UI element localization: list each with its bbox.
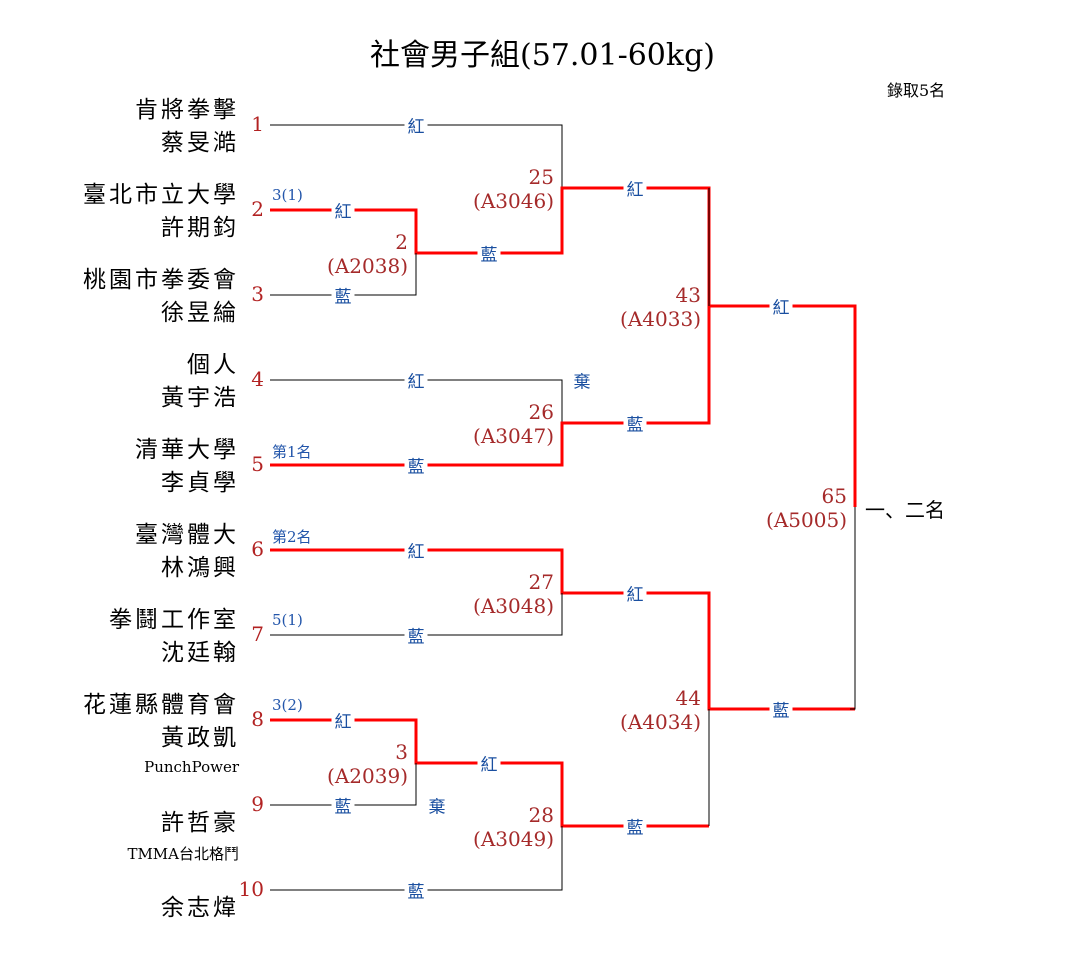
match-code: (A3046) [473,189,554,213]
bracket-line [270,826,563,891]
result-note: 3(1) [272,186,303,204]
result-note: 3(2) [272,696,303,714]
bracket-line [270,763,417,806]
athlete-name: 李貞學 [161,470,239,496]
match-num: 27 [528,570,554,594]
seed-number: 1 [251,112,264,136]
seed-number: 3 [251,282,264,306]
match-number: 43(A4033) [620,283,701,331]
match-number: 2(A2038) [327,230,408,278]
match-number: 26(A3047) [473,400,554,448]
athlete-name: 黃宇浩 [161,385,239,411]
match-number: 65(A5005) [766,484,847,532]
athlete-name: 徐昱綸 [161,300,239,326]
match-num: 25 [528,165,554,189]
forfeit-label: 棄 [425,792,449,818]
corner-label: 藍 [769,696,793,722]
corner-label: 藍 [404,877,428,903]
match-code: (A3049) [473,827,554,851]
match-code: (A4033) [620,307,701,331]
athlete-name: 林鴻興 [161,555,239,581]
match-number: 25(A3046) [473,165,554,213]
seed-number: 5 [251,452,264,476]
team-name: 個人 [187,352,239,378]
match-number: 3(A2039) [327,740,408,788]
athlete-name: 余志煒 [161,895,239,921]
team-name: PunchPower [144,758,239,776]
match-code: (A3048) [473,594,554,618]
team-name: TMMA台北格鬥 [127,845,239,863]
corner-label: 藍 [477,240,501,266]
match-num: 44 [675,686,701,710]
match-code: (A4034) [620,710,701,734]
match-num: 2 [395,230,408,254]
bracket-line [270,124,563,188]
match-number: 44(A4034) [620,686,701,734]
team-name: 桃園市拳委會 [83,267,239,293]
corner-label: 藍 [623,813,647,839]
match-code: (A3047) [473,424,554,448]
match-number: 27(A3048) [473,570,554,618]
winner-path [270,304,857,507]
result-note: 第2名 [272,528,312,546]
corner-label: 紅 [477,750,501,776]
athlete-name: 許期鈞 [161,215,239,241]
athlete-name: 許哲豪 [161,810,239,836]
seed-number: 4 [251,367,264,391]
corner-label: 紅 [769,293,793,319]
team-name: 臺灣體大 [135,522,239,548]
match-num: 65 [821,484,847,508]
match-num: 3 [395,740,408,764]
match-num: 26 [528,400,554,424]
team-name: 清華大學 [135,437,239,463]
seed-number: 8 [251,707,264,731]
athlete-name: 沈廷翰 [161,640,239,666]
team-name: 臺北市立大學 [83,182,239,208]
corner-label: 藍 [331,282,355,308]
corner-label: 紅 [331,197,355,223]
corner-label: 紅 [623,175,647,201]
athlete-name: 蔡旻澔 [161,130,239,156]
result-note: 第1名 [272,443,312,461]
seed-number: 9 [251,792,264,816]
page-title: 社會男子組(57.01-60kg) [370,38,715,73]
match-code: (A2038) [327,254,408,278]
seed-number: 6 [251,537,264,561]
match-num: 43 [675,283,701,307]
corner-label: 藍 [404,622,428,648]
team-name: 花蓮縣體育會 [83,692,239,718]
final-placement-label: 一、二名 [865,498,945,522]
result-note: 5(1) [272,611,303,629]
quota-label: 錄取5名 [887,81,946,100]
team-name: 拳鬪工作室 [109,607,239,633]
corner-label: 紅 [404,367,428,393]
match-num: 28 [528,803,554,827]
corner-label: 紅 [404,112,428,138]
match-code: (A5005) [766,508,847,532]
bracket-line [850,507,856,710]
bracket-line [270,379,563,423]
athlete-name: 黃政凱 [161,725,239,751]
match-number: 28(A3049) [473,803,554,851]
bracket-line [270,253,417,296]
seed-number: 2 [251,197,264,221]
corner-label: 藍 [404,452,428,478]
corner-label: 藍 [331,792,355,818]
corner-label: 藍 [623,410,647,436]
match-code: (A2039) [327,764,408,788]
seed-number: 7 [251,622,264,646]
corner-label: 紅 [404,537,428,563]
corner-label: 紅 [331,707,355,733]
seed-number: 10 [238,877,264,901]
forfeit-label: 棄 [570,367,594,393]
bracket-line [270,593,563,636]
team-name: 肯將拳擊 [135,97,239,123]
corner-label: 紅 [623,580,647,606]
